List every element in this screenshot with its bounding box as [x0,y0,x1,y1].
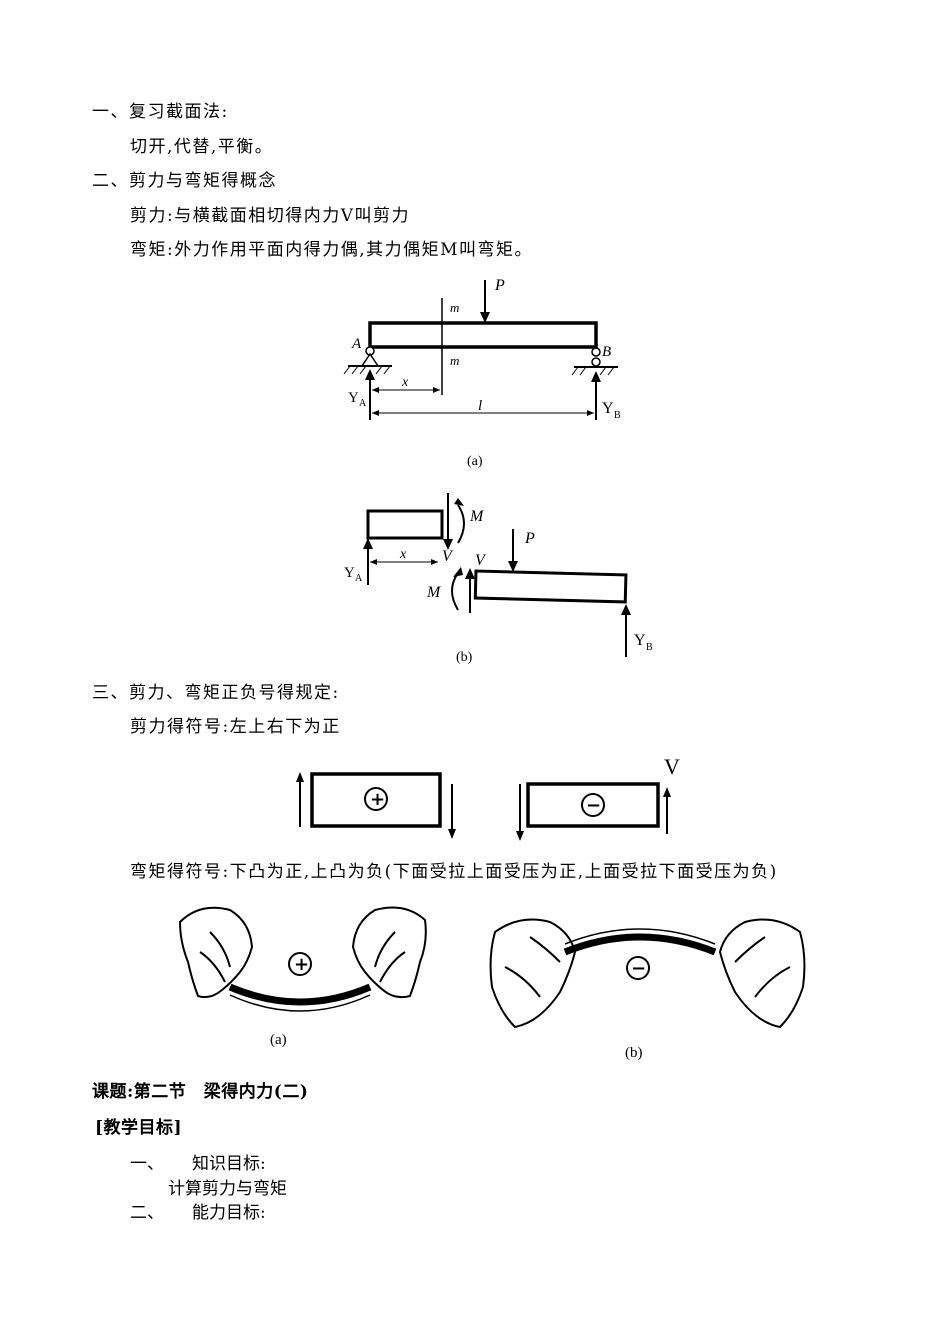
lesson-title: 课题:第二节 梁得内力(二) [92,1082,309,1102]
minus-sign: − [631,958,646,979]
caption-b: (b) [625,1045,643,1061]
svg-text:B: B [614,410,621,421]
label-m-bottom: m [450,353,459,368]
beam [368,321,598,349]
goal-1-body: 计算剪力与弯矩 [168,1179,287,1199]
label-ya: Y [348,390,359,406]
caption-b: (b) [456,650,473,665]
shear-sign-rule: 剪力得符号:左上右下为正 [130,717,341,737]
moment-sign-rule: 弯矩得符号:下凸为正,上凸为负(下面受拉上面受压为正,上面受拉下面受压为负) [130,862,778,882]
label-v: V [664,754,680,779]
positive-shear-element [310,772,442,828]
shear-sign-diagram: + − V [296,754,680,841]
label-a: A [351,336,362,352]
svg-text:B: B [646,642,653,653]
label-p: P [524,530,535,547]
plus-sign: + [370,789,385,810]
label-v-right: V [475,552,487,569]
section-1-body: 切开,代替,平衡。 [130,137,274,157]
minus-sign: − [586,795,601,816]
goal-1-number: 一、 [130,1154,164,1174]
section-2-heading: 二、剪力与弯矩得概念 [92,171,277,191]
label-m-bottom: M [426,584,442,601]
label-m-top: M [469,508,485,525]
right-segment [473,569,628,604]
moment-sign-diagram: + (a) − (b) [178,906,806,1061]
caption-a: (a) [467,454,483,469]
label-b: B [602,344,611,360]
caption-a: (a) [270,1032,287,1048]
svg-text:A: A [359,398,367,409]
label-ya: Y [344,565,355,581]
label-l: l [478,398,482,414]
goal-2-heading: 能力目标: [192,1203,266,1223]
label-yb: Y [634,632,646,649]
sagging-beam-illustration [178,906,427,1012]
beam-diagram-a: P m m A B Y A Y B x l (a) [343,277,621,469]
label-m-top: m [450,300,459,315]
left-segment [366,509,444,540]
label-v-left: V [442,548,454,565]
plus-sign: + [294,954,309,975]
hogging-beam-illustration [489,918,806,1029]
label-x: x [399,547,407,562]
section-1-heading: 一、复习截面法: [92,102,229,122]
negative-shear-element [526,782,660,828]
goal-2-number: 二、 [130,1203,164,1223]
label-yb: Y [602,400,614,417]
shear-definition: 剪力:与横截面相切得内力V叫剪力 [130,206,411,226]
goal-1-heading: 知识目标: [192,1154,266,1174]
label-p: P [494,277,505,294]
teaching-goals-header: [教学目标] [95,1118,183,1138]
label-x: x [401,375,409,390]
beam-diagram-b: M V Y A x M V P Y B (b) [344,493,653,665]
svg-text:A: A [355,573,363,584]
moment-definition: 弯矩:外力作用平面内得力偶,其力偶矩M叫弯矩。 [130,240,534,260]
section-3-heading: 三、剪力、弯矩正负号得规定: [92,683,340,703]
